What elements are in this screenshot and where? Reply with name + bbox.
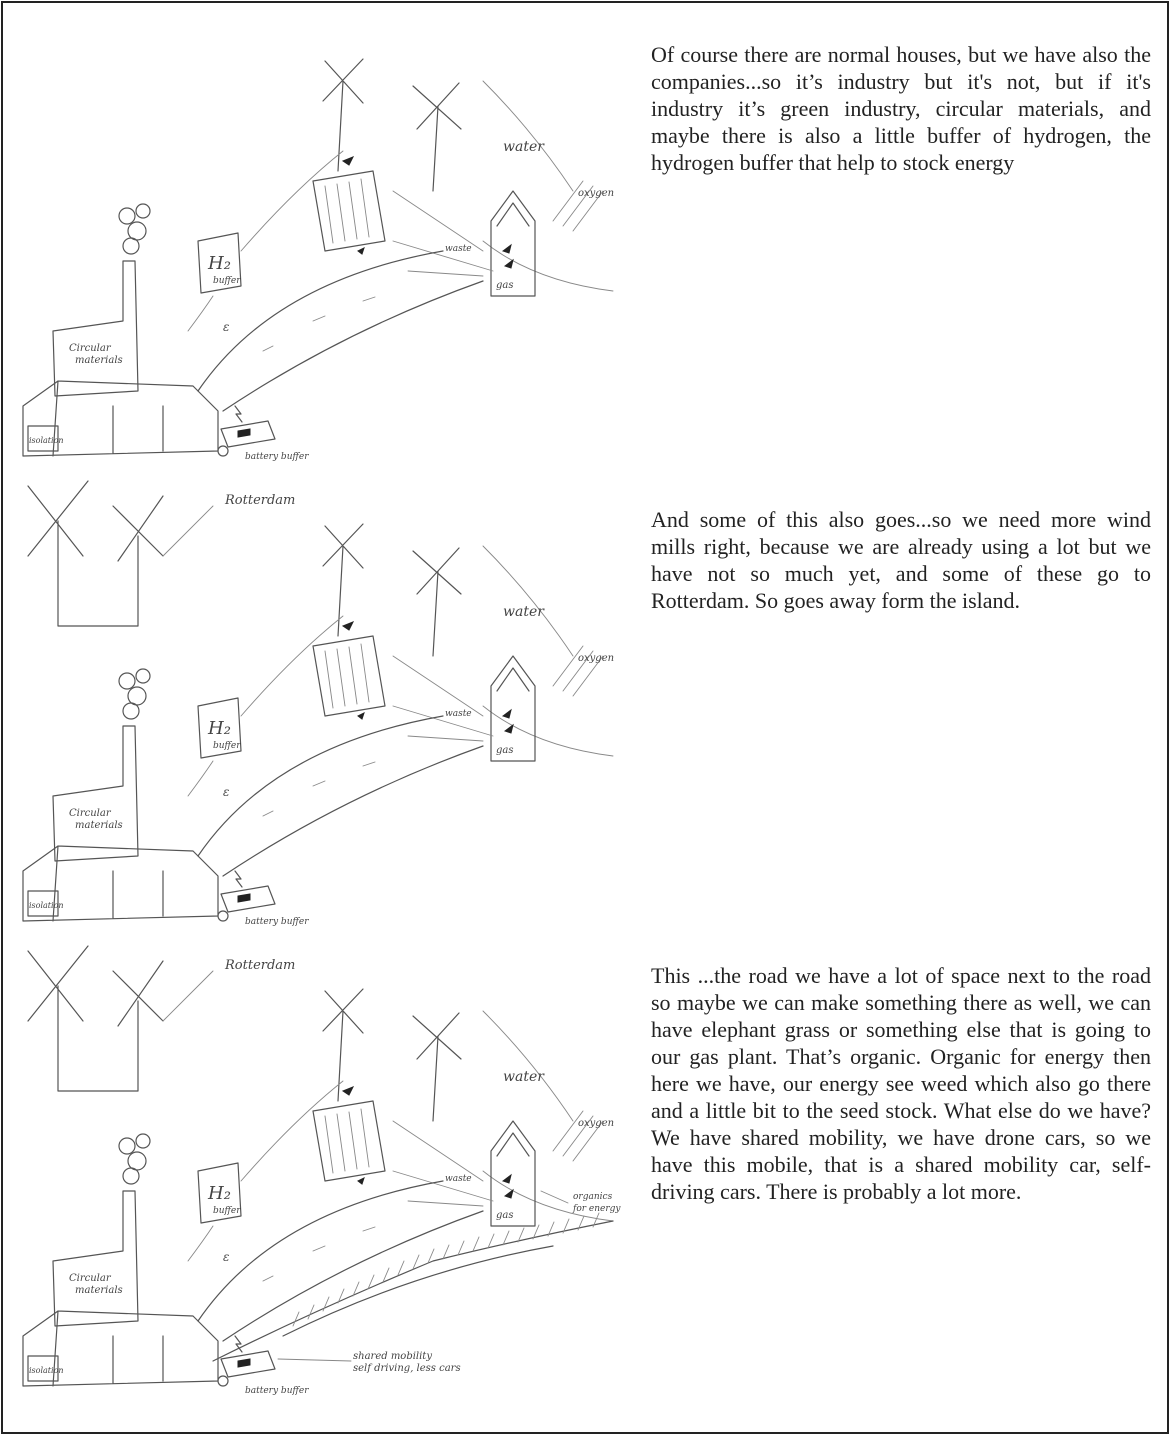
panel-3-text: This ...the road we have a lot of space … bbox=[651, 962, 1151, 1205]
label-gas: gas bbox=[496, 280, 514, 291]
label-oxygen: oxygen bbox=[578, 188, 614, 199]
label-rotterdam: Rotterdam bbox=[224, 493, 295, 508]
label-self-driving: self driving, less cars bbox=[353, 1363, 461, 1374]
svg-text:ɛ: ɛ bbox=[223, 785, 229, 799]
label-materials: materials bbox=[75, 1285, 123, 1296]
svg-text:ɛ: ɛ bbox=[223, 1250, 229, 1264]
label-battery-buffer: battery buffer bbox=[245, 917, 309, 927]
label-oxygen: oxygen bbox=[578, 1118, 614, 1129]
label-for-energy: for energy bbox=[572, 1204, 621, 1214]
label-water: water bbox=[503, 604, 545, 620]
svg-text:ɛ: ɛ bbox=[223, 320, 229, 334]
label-waste: waste bbox=[445, 244, 472, 254]
label-rotterdam: Rotterdam bbox=[224, 958, 295, 973]
label-organics: organics bbox=[573, 1192, 613, 1202]
label-battery-buffer: battery buffer bbox=[245, 452, 309, 462]
label-battery-buffer: battery buffer bbox=[245, 1386, 309, 1396]
label-circular: Circular bbox=[69, 1273, 112, 1284]
sketch-3: Rotterdam water oxygen organics for ener… bbox=[13, 941, 623, 1406]
sketch-2: Rotterdam water oxygen gas waste H bbox=[13, 476, 623, 936]
label-gas: gas bbox=[496, 1210, 514, 1221]
label-materials: materials bbox=[75, 820, 123, 831]
label-oxygen: oxygen bbox=[578, 653, 614, 664]
label-isolation: isolation bbox=[29, 901, 64, 910]
label-materials: materials bbox=[75, 355, 123, 366]
label-waste: waste bbox=[445, 1174, 472, 1184]
label-buffer: buffer bbox=[213, 741, 241, 751]
panel-2-text: And some of this also goes...so we need … bbox=[651, 506, 1151, 614]
label-isolation: isolation bbox=[29, 436, 64, 445]
panel-1-text: Of course there are normal houses, but w… bbox=[651, 41, 1151, 176]
label-isolation: isolation bbox=[29, 1366, 64, 1375]
label-h2: H₂ bbox=[207, 718, 231, 739]
label-buffer: buffer bbox=[213, 1206, 241, 1216]
label-circular: Circular bbox=[69, 343, 112, 354]
label-waste: waste bbox=[445, 709, 472, 719]
label-water: water bbox=[503, 139, 545, 155]
label-h2: H₂ bbox=[207, 1183, 231, 1204]
label-h2: H₂ bbox=[207, 253, 231, 274]
label-circular: Circular bbox=[69, 808, 112, 819]
label-gas: gas bbox=[496, 745, 514, 756]
sketch-1: water oxygen gas waste H₂ bbox=[13, 11, 623, 471]
label-buffer: buffer bbox=[213, 276, 241, 286]
label-shared-mobility: shared mobility bbox=[353, 1351, 432, 1362]
label-water: water bbox=[503, 1069, 545, 1085]
